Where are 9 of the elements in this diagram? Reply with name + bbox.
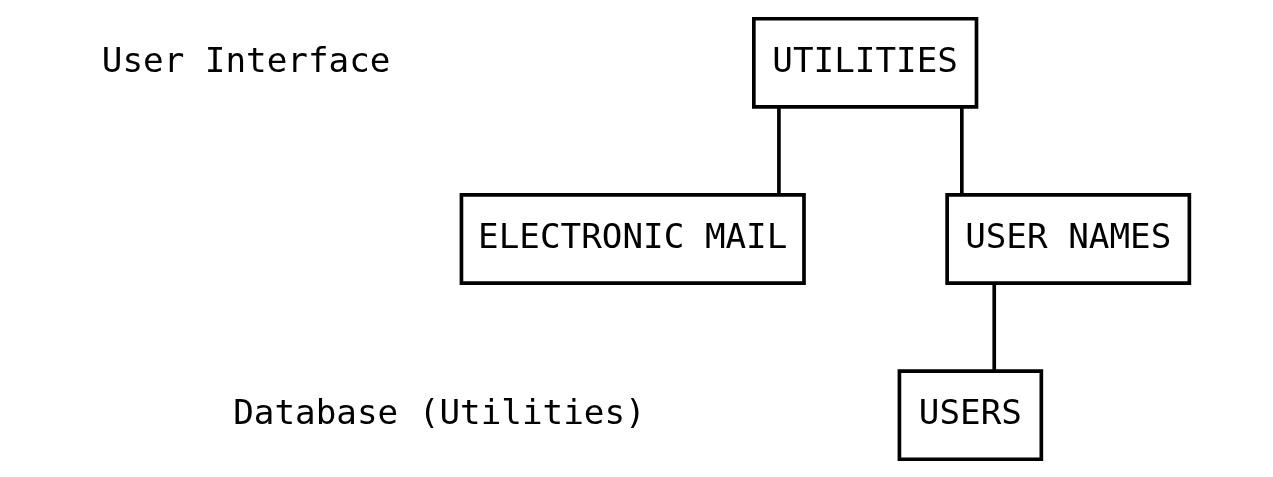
label: User Interface [101, 39, 390, 80]
node-box: USER NAMES [944, 192, 1191, 285]
node-box: UTILITIES [751, 16, 978, 109]
label: Database (Utilities) [232, 391, 646, 432]
node-box: USERS [897, 368, 1043, 461]
connector [959, 106, 964, 194]
connector [776, 106, 781, 194]
connector [991, 282, 996, 370]
node-box: ELECTRONIC MAIL [459, 192, 806, 285]
